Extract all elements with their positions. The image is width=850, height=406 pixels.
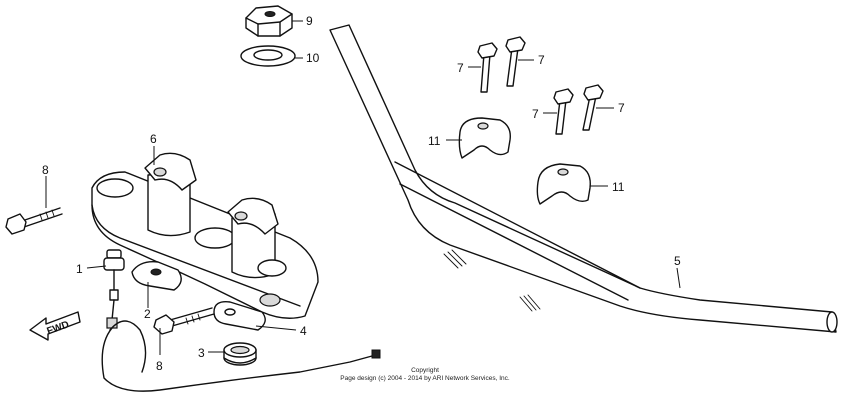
copyright-notice: Copyright Page design (c) 2004 - 2014 by…: [330, 367, 520, 383]
callout-4: 4: [300, 324, 307, 338]
bolt-7-c[interactable]: [553, 88, 574, 135]
callout-6: 6: [150, 132, 157, 146]
handlebar[interactable]: [329, 24, 838, 333]
bushing[interactable]: [223, 342, 257, 366]
leader-lines: [45, 20, 681, 355]
upper-holder-front[interactable]: [536, 163, 591, 205]
copyright-line-1: Copyright: [411, 367, 439, 374]
fwd-arrow: FWD: [29, 311, 81, 341]
bolt-7-a[interactable]: [477, 42, 498, 93]
callout-7-a: 7: [457, 61, 464, 75]
choke-cable[interactable]: [101, 249, 381, 392]
bolt-7-d[interactable]: [582, 84, 604, 131]
bolt-8-upper[interactable]: [5, 207, 63, 235]
stem-nut[interactable]: [245, 5, 293, 37]
callout-7-b: 7: [538, 53, 545, 67]
callout-8-upper: 8: [42, 163, 49, 177]
cable-clip[interactable]: [131, 261, 182, 291]
callout-1: 1: [76, 262, 83, 276]
callout-3: 3: [198, 346, 205, 360]
callout-2: 2: [144, 307, 151, 321]
callout-11-upper: 11: [428, 134, 441, 148]
band[interactable]: [213, 301, 266, 331]
copyright-line-2: Page design (c) 2004 - 2014 by ARI Netwo…: [340, 375, 510, 382]
fwd-label: FWD: [45, 319, 70, 337]
bolt-7-b[interactable]: [505, 36, 526, 87]
upper-holder-rear[interactable]: [458, 117, 511, 159]
steering-bridge[interactable]: [91, 152, 319, 319]
callout-10: 10: [306, 51, 320, 65]
callout-5: 5: [674, 254, 681, 268]
washer[interactable]: [240, 45, 296, 67]
callout-8-lower: 8: [156, 359, 163, 373]
callouts: 6 8 1 2 8 3 4 5 9 10 7 7 7 7 11 11: [42, 14, 681, 373]
bolt-8-lower[interactable]: [153, 307, 215, 335]
callout-7-c: 7: [532, 107, 539, 121]
callout-7-d: 7: [618, 101, 625, 115]
callout-11-lower: 11: [612, 180, 625, 194]
callout-9: 9: [306, 14, 313, 28]
